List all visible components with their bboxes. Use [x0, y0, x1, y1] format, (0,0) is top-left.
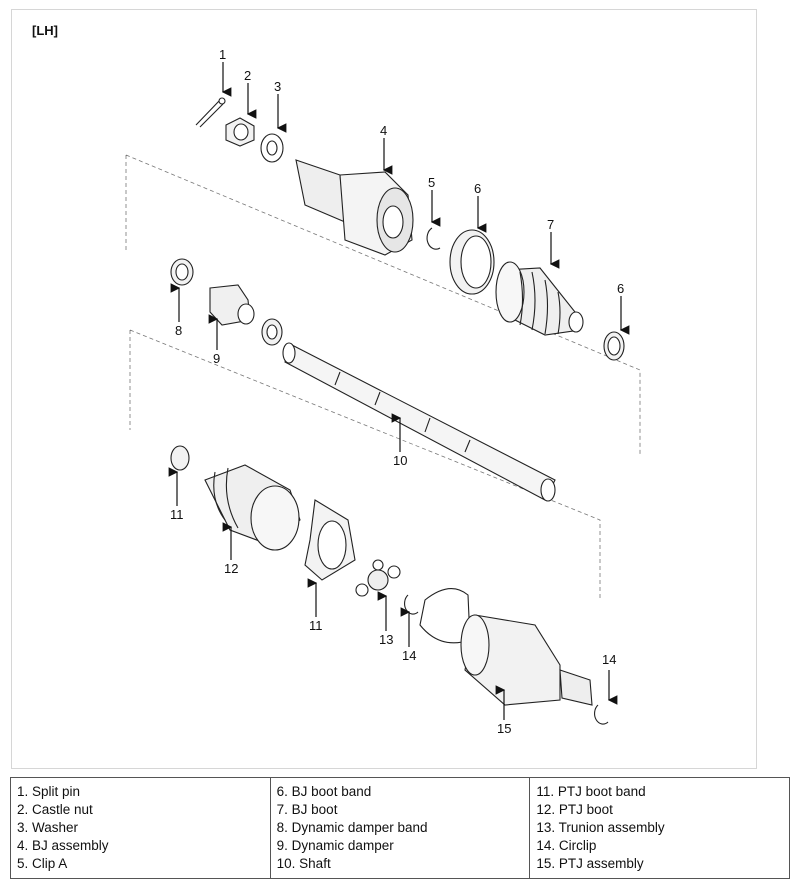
- ptj-boot-part: [204, 464, 301, 551]
- dynamic-damper-part: [209, 284, 283, 346]
- legend-item: 13. Trunion assembly: [536, 820, 665, 835]
- legend-item: 9. Dynamic damper: [276, 838, 394, 853]
- callout-13: 13: [379, 632, 393, 647]
- legend-column-1: 1. Split pin 2. Castle nut 3. Washer 4. …: [10, 777, 271, 879]
- legend-item: 11. PTJ boot band: [536, 784, 646, 799]
- legend-item: 10. Shaft: [276, 856, 331, 871]
- bj-boot-part: [495, 261, 584, 336]
- legend-column-3: 11. PTJ boot band 12. PTJ boot 13. Truni…: [529, 777, 790, 879]
- callout-10: 10: [393, 453, 407, 468]
- legend-item: 2. Castle nut: [17, 802, 93, 817]
- callout-15: 15: [497, 721, 511, 736]
- bj-boot-band-part: [449, 229, 495, 295]
- callout-5: 5: [428, 175, 435, 190]
- legend-item: 8. Dynamic damper band: [276, 820, 428, 835]
- legend-column-2: 6. BJ boot band 7. BJ boot 8. Dynamic da…: [269, 777, 531, 879]
- ptj-assembly-part: [419, 588, 593, 706]
- callout-11a: 11: [170, 507, 184, 522]
- callout-numbers: 1 2 3 4 5 6 7 6 8 9 10 11 12 11 13 14 14…: [170, 47, 624, 736]
- parts-legend-table: 1. Split pin 2. Castle nut 3. Washer 4. …: [10, 777, 790, 879]
- leader-arrows: [168, 62, 630, 720]
- callout-6b: 6: [617, 281, 624, 296]
- washer-part: [260, 133, 284, 163]
- callout-11b: 11: [309, 618, 323, 633]
- legend-item: 15. PTJ assembly: [536, 856, 644, 871]
- diagram-frame: [11, 9, 757, 769]
- legend-item: 4. BJ assembly: [17, 838, 109, 853]
- legend-item: 5. Clip A: [17, 856, 68, 871]
- circlip-right-part: [594, 704, 609, 725]
- circlip-part: [404, 594, 419, 615]
- exploded-driveshaft-diagram: 1 2 3 4 5 6 7 6 8 9 10 11 12 11 13 14 14…: [125, 47, 641, 736]
- callout-2: 2: [244, 68, 251, 83]
- legend-item: 7. BJ boot: [276, 802, 338, 817]
- callout-3: 3: [274, 79, 281, 94]
- callout-4: 4: [380, 123, 387, 138]
- castle-nut-part: [225, 117, 255, 147]
- view-tag: [LH]: [32, 23, 58, 38]
- legend-item: 1. Split pin: [17, 784, 81, 799]
- shaft-part: [282, 342, 556, 502]
- trunion-assembly-part: [355, 559, 401, 597]
- legend-row: 1. Split pin 2. Castle nut 3. Washer 4. …: [10, 777, 790, 879]
- callout-6a: 6: [474, 181, 481, 196]
- legend-item: 12. PTJ boot: [536, 802, 613, 817]
- clip-a-part: [426, 227, 441, 250]
- legend-item: 3. Washer: [17, 820, 79, 835]
- bj-assembly-part: [295, 159, 414, 256]
- callout-8: 8: [175, 323, 182, 338]
- legend-item: 6. BJ boot band: [276, 784, 372, 799]
- dynamic-damper-band-part: [170, 258, 194, 286]
- callout-14b: 14: [602, 652, 616, 667]
- assembly-guide-lines: [125, 154, 641, 600]
- callout-12: 12: [224, 561, 238, 576]
- callout-1: 1: [219, 47, 226, 62]
- callout-9: 9: [213, 351, 220, 366]
- callout-14a: 14: [402, 648, 416, 663]
- bj-boot-band-small-part: [603, 331, 625, 361]
- ptj-boot-band-left-part: [170, 445, 190, 471]
- ptj-boot-band-right-part: [304, 499, 356, 581]
- legend-item: 14. Circlip: [536, 838, 597, 853]
- callout-7: 7: [547, 217, 554, 232]
- split-pin-part: [195, 97, 226, 128]
